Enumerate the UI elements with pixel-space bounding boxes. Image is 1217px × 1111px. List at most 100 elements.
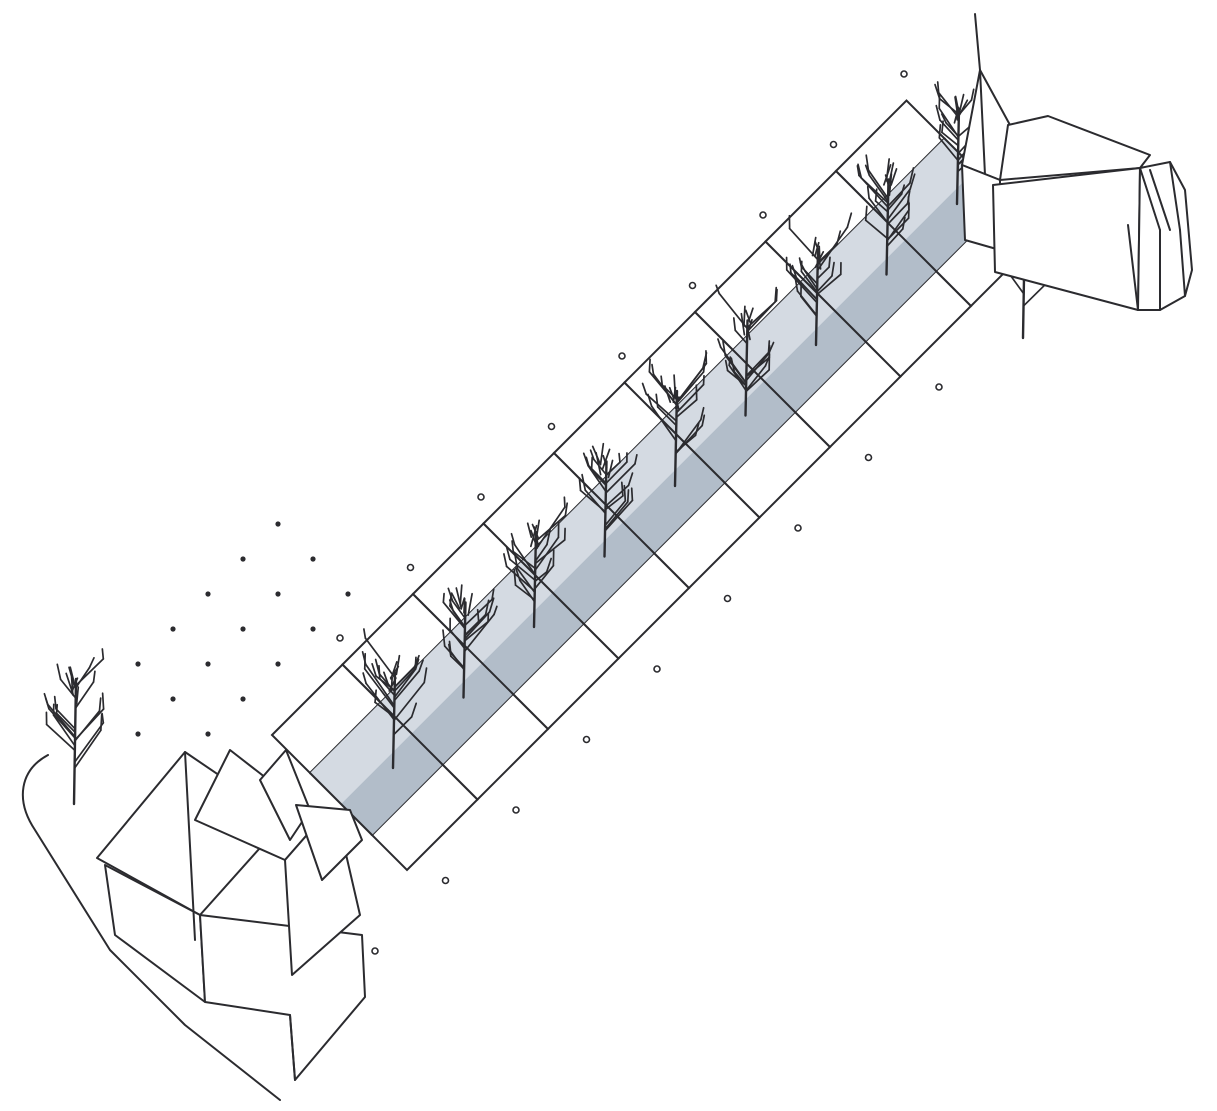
tree-twig: [476, 608, 480, 623]
church-apse-rib: [1179, 229, 1186, 297]
curved-path: [21, 754, 281, 1101]
tree-twig: [634, 454, 638, 465]
post-marker: [759, 211, 767, 219]
band-segment-light: [310, 702, 412, 804]
church-spire-mast: [974, 13, 981, 71]
tree-twig: [864, 205, 868, 222]
tree-twig: [513, 568, 517, 586]
tree-twig: [694, 422, 700, 437]
post-markers: [336, 70, 943, 955]
tree-branch: [795, 276, 818, 301]
tree-branch: [393, 681, 426, 722]
band-divider: [802, 278, 867, 343]
tree-twig: [395, 654, 401, 676]
tree-twig: [510, 532, 516, 546]
tree-twig: [530, 529, 539, 549]
tree-twig: [413, 654, 420, 668]
tree-twig: [814, 241, 820, 257]
tree-twig: [599, 442, 605, 465]
tree-twig: [814, 250, 825, 269]
tree-branch: [463, 620, 489, 642]
tree-twig: [363, 628, 367, 640]
tree-branch: [393, 670, 421, 702]
tree-twig: [909, 167, 915, 184]
tree-twig: [701, 414, 706, 427]
tree-twig: [935, 104, 941, 121]
grid-dot: [240, 696, 246, 702]
tree-twig: [936, 81, 940, 94]
tree-branch: [745, 364, 767, 392]
post-marker: [512, 806, 520, 814]
post-marker: [794, 524, 802, 532]
tree-branch: [55, 712, 76, 734]
post-marker: [582, 735, 591, 744]
tree-branch: [393, 667, 417, 692]
tree-branch: [393, 665, 416, 688]
tree-twig: [938, 123, 942, 139]
tree-twig: [866, 185, 870, 200]
tree-branch: [886, 202, 909, 226]
tree-branch: [868, 197, 889, 224]
bare-tree: [361, 628, 428, 770]
tree-twig: [75, 686, 80, 705]
tree-branch: [364, 663, 396, 707]
tree-branch: [867, 169, 889, 200]
tree-twig: [442, 629, 446, 647]
tree-twig: [775, 288, 778, 302]
tree-twig: [531, 523, 540, 539]
post-marker: [688, 281, 697, 290]
band-segment-dark: [693, 381, 795, 483]
tree-twig: [664, 385, 672, 403]
tree-twig: [591, 445, 602, 466]
tree-branch: [443, 645, 465, 669]
post-marker: [406, 563, 415, 572]
tree-twig: [602, 454, 608, 469]
tree-twig: [503, 553, 508, 568]
tree-twig: [885, 158, 891, 182]
tree-branch: [52, 714, 76, 747]
band: [270, 99, 1043, 872]
tree-branch: [449, 605, 466, 628]
church-nave-wall: [992, 167, 1141, 311]
tree-twig: [865, 154, 870, 171]
tree-branch: [745, 356, 771, 378]
tree-trunk: [955, 107, 961, 206]
tree-branch: [945, 121, 960, 138]
tree-twig: [648, 358, 651, 373]
tree-twig: [362, 672, 367, 685]
post-marker: [336, 634, 344, 642]
tree-branch: [505, 565, 536, 593]
band-segment-light: [874, 138, 976, 240]
grid-dot: [205, 591, 211, 597]
grid-dot: [170, 626, 176, 632]
church: [961, 13, 1193, 311]
tree-branch: [886, 188, 912, 221]
tree-twig: [874, 188, 878, 202]
tree-branch: [816, 226, 849, 272]
tree-branch: [74, 681, 95, 709]
church-apse-rib: [1169, 161, 1181, 231]
grid-dot: [275, 591, 281, 597]
tree-twig: [722, 340, 727, 357]
post-marker: [547, 422, 556, 431]
tree-branch: [46, 703, 76, 738]
tree-branch: [73, 722, 105, 763]
tree-twig: [578, 477, 582, 492]
tree-twig: [743, 305, 746, 327]
tree-branch: [724, 354, 748, 384]
tree-twig: [361, 650, 367, 666]
tree-twig: [488, 597, 495, 613]
tree-twig: [100, 713, 103, 732]
house: [96, 749, 366, 1081]
post-marker: [935, 383, 943, 391]
tree-twig: [449, 594, 452, 607]
band-segment-dark: [552, 522, 654, 624]
tree-twig: [607, 459, 614, 479]
tree-branch: [534, 543, 548, 562]
tree-branch: [363, 668, 396, 709]
bare-tree: [641, 350, 708, 488]
tree-branch: [604, 495, 624, 511]
tree-twig: [101, 648, 105, 660]
tree-branch: [650, 405, 677, 442]
tree-trunk: [744, 319, 749, 417]
